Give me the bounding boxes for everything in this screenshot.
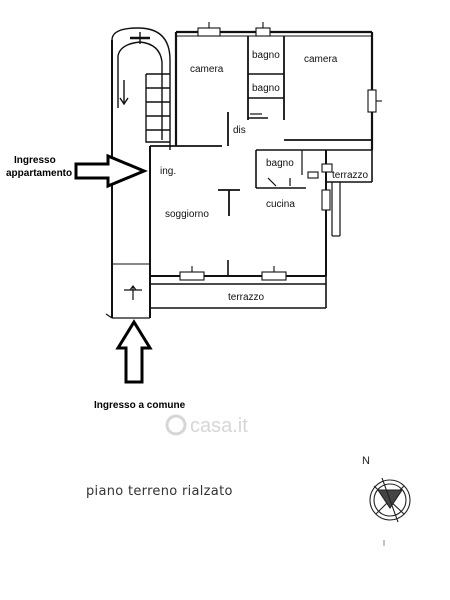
north-label: N bbox=[362, 455, 370, 467]
watermark: casa.it bbox=[165, 414, 248, 437]
compass-icon bbox=[369, 477, 411, 523]
room-label-terrazzo-bottom: terrazzo bbox=[228, 292, 265, 303]
windows bbox=[179, 22, 382, 281]
room-label-soggiorno: soggiorno bbox=[165, 209, 209, 220]
watermark-text: casa.it bbox=[190, 415, 248, 437]
room-label-camera-left: camera bbox=[190, 64, 224, 75]
room-label-camera-right: camera bbox=[304, 54, 338, 65]
right-arrow-icon bbox=[74, 153, 148, 189]
room-label-bagno-lower: bagno bbox=[266, 158, 294, 169]
room-label-dis: dis bbox=[233, 125, 246, 136]
room-label-ing: ing. bbox=[160, 166, 176, 177]
room-label-bagno-mid: bagno bbox=[252, 83, 280, 94]
room-label-bagno-top: bagno bbox=[252, 50, 280, 61]
up-arrow-icon bbox=[115, 319, 153, 384]
room-label-cucina: cucina bbox=[266, 199, 295, 210]
room-label-terrazzo-right: terrazzo bbox=[332, 170, 369, 181]
ingresso-appartamento-line1: Ingresso bbox=[14, 155, 56, 166]
staircase bbox=[111, 27, 171, 150]
ingresso-comune-label: Ingresso a comune bbox=[94, 400, 186, 411]
ingresso-appartamento-line2: appartamento bbox=[6, 168, 72, 179]
floor-title: piano terreno rialzato bbox=[86, 484, 233, 499]
door-marks bbox=[105, 113, 291, 319]
